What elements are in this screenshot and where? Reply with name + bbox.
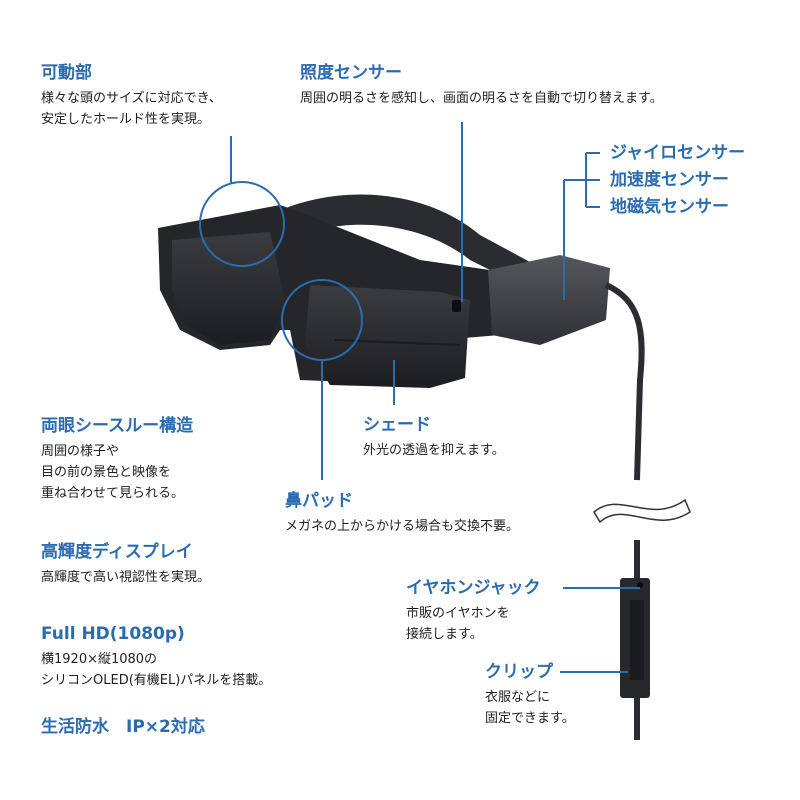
desc-line: 様々な頭のサイズに対応でき、 xyxy=(41,91,222,106)
callout-lines xyxy=(199,122,640,673)
desc-line: 周囲の明るさを感知し、画面の明るさを自動で切り替えます。 xyxy=(300,91,663,106)
callout-desc-earphone-jack: 市販のイヤホンを 接続します。 xyxy=(406,603,510,645)
desc-line: 横1920×縦1080の xyxy=(41,652,158,667)
callout-desc-high-brightness: 高輝度で高い視認性を実現。 xyxy=(41,567,210,588)
callout-desc-full-hd: 横1920×縦1080の シリコンOLED(有機EL)パネルを搭載。 xyxy=(41,649,271,691)
callout-desc-see-through: 周囲の様子や 目の前の景色と映像を 重ね合わせて見られる。 xyxy=(41,441,184,504)
callout-title-shade: シェード xyxy=(363,415,431,435)
desc-line: 接続します。 xyxy=(406,627,483,642)
desc-line: 固定できます。 xyxy=(485,711,575,726)
callout-magnetometer: 地磁気センサー xyxy=(610,197,729,217)
desc-line: 目の前の景色と映像を xyxy=(41,465,172,480)
cable-break-symbol xyxy=(593,498,691,524)
head-band xyxy=(270,194,530,285)
temple-box xyxy=(488,255,610,345)
callout-title-nose-pad: 鼻パッド xyxy=(285,491,353,511)
callout-desc-movable-part: 様々な頭のサイズに対応でき、 安定したホールド性を実現。 xyxy=(41,88,222,130)
callout-desc-nose-pad: メガネの上からかける場合も交換不要。 xyxy=(285,516,519,537)
callout-title-movable-part: 可動部 xyxy=(41,63,92,83)
callout-title-waterproof: 生活防水 IP×2対応 xyxy=(41,717,205,737)
desc-line: シリコンOLED(有機EL)パネルを搭載。 xyxy=(41,673,272,688)
desc-line: 市販のイヤホンを xyxy=(406,606,510,621)
desc-line: 安定したホールド性を実現。 xyxy=(41,112,211,127)
callout-title-clip: クリップ xyxy=(485,662,553,682)
callout-title-light-sensor: 照度センサー xyxy=(300,63,402,83)
callout-desc-light-sensor: 周囲の明るさを感知し、画面の明るさを自動で切り替えます。 xyxy=(300,88,663,109)
left-lens xyxy=(172,232,285,345)
light-sensor-window xyxy=(452,300,461,312)
callout-title-earphone-jack: イヤホンジャック xyxy=(406,578,541,598)
desc-line: 周囲の様子や xyxy=(41,444,120,459)
callout-desc-clip: 衣服などに 固定できます。 xyxy=(485,687,575,729)
desc-line: 重ね合わせて見られる。 xyxy=(41,486,185,501)
desc-line: メガネの上からかける場合も交換不要。 xyxy=(285,519,520,534)
callout-title-full-hd: Full HD(1080p) xyxy=(41,624,185,644)
callout-title-high-brightness: 高輝度ディスプレイ xyxy=(41,542,193,562)
callout-desc-shade: 外光の透過を抑えます。 xyxy=(363,440,505,461)
desc-line: 外光の透過を抑えます。 xyxy=(363,443,505,458)
cable xyxy=(604,282,645,481)
desc-line: 高輝度で高い視認性を実現。 xyxy=(41,570,211,585)
callout-gyro-sensor: ジャイロセンサー xyxy=(610,143,746,163)
callout-title-see-through: 両眼シースルー構造 xyxy=(41,416,194,436)
right-lens-shade xyxy=(305,285,470,388)
earphone-jack-hole xyxy=(637,582,643,588)
callout-accelerometer: 加速度センサー xyxy=(610,170,729,190)
desc-line: 衣服などに xyxy=(485,690,551,705)
